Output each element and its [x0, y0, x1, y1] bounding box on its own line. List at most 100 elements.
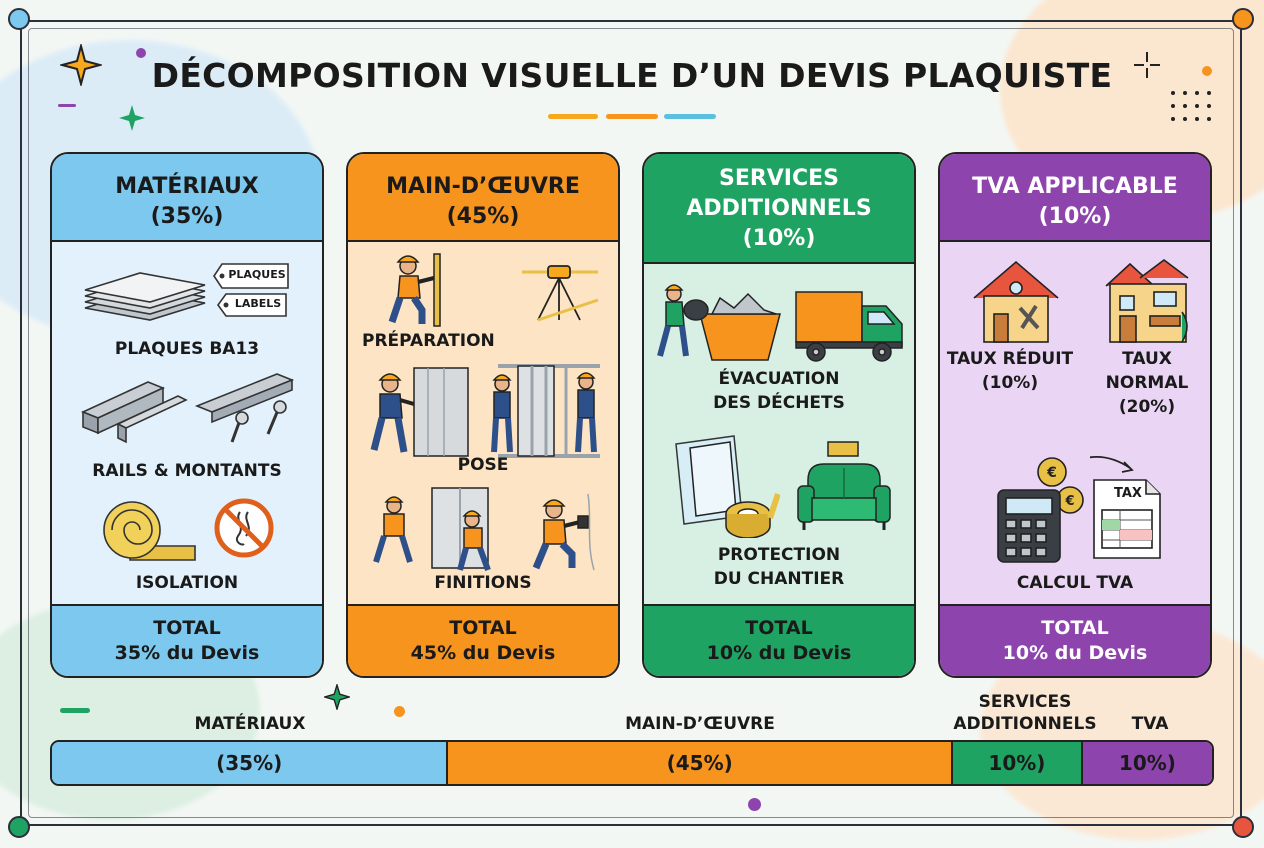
item-evacuation-line2: DES DÉCHETS [713, 393, 845, 413]
card-tva-body: TAUX RÉDUIT (10%) TAUX NORMAL (20%) € € [940, 242, 1210, 604]
rate-normal-line1: TAUX [1122, 349, 1172, 369]
item-evacuation-line1: ÉVACUATION [718, 369, 840, 389]
corner-dot-tl [8, 8, 30, 30]
title-underline [606, 114, 658, 119]
svg-text:€: € [1046, 465, 1057, 481]
card-main-oeuvre-total: TOTAL 45% du Devis [348, 604, 618, 676]
card-materiaux-total: TOTAL 35% du Devis [52, 604, 322, 676]
corner-dot-tr [1232, 8, 1254, 30]
bar-segment-value: (45%) [666, 751, 733, 775]
bar-segment-value: (35%) [216, 751, 283, 775]
card-main-oeuvre-header: MAIN-D’ŒUVRE (45%) [348, 154, 618, 242]
item-plaques-ba13: PLAQUES BA13 [114, 339, 260, 359]
item-preparation: PRÉPARATION [362, 331, 495, 351]
truck-icon [795, 291, 903, 362]
card-materiaux: MATÉRIAUX (35%) PLAQUES LABELS PLAQUES B… [50, 152, 324, 678]
tag-plaques: PLAQUES [228, 268, 286, 281]
card-percent: (10%) [742, 226, 816, 251]
decor-dot [394, 706, 405, 717]
total-label: TOTAL [745, 617, 813, 639]
rate-reduit-line2: (10%) [981, 373, 1039, 393]
card-materiaux-header: MATÉRIAUX (35%) [52, 154, 322, 242]
bar-segment-main-oeuvre: (45%) [446, 742, 951, 784]
tag-icon [217, 293, 287, 317]
decor-dash [60, 708, 90, 713]
rate-normal-line3: (20%) [1118, 397, 1176, 417]
tag-labels: LABELS [234, 297, 282, 310]
bar-label-services-line1: SERVICES [978, 692, 1072, 712]
total-value: 10% du Devis [1002, 642, 1148, 664]
bar-label-tva: TVA [1131, 714, 1169, 734]
card-services-total: TOTAL 10% du Devis [644, 604, 914, 676]
bar-segment-value: 10%) [1118, 751, 1176, 775]
decor-dot [748, 798, 761, 811]
plasterboard-stack-icon [84, 272, 206, 321]
total-label: TOTAL [153, 617, 221, 639]
card-services: SERVICES ADDITIONNELS (10%) [642, 152, 916, 678]
total-value: 10% du Devis [706, 642, 852, 664]
total-value: 35% du Devis [114, 642, 260, 664]
item-calcul-tva: CALCUL TVA [1016, 573, 1134, 593]
rate-normal-line2: NORMAL [1105, 373, 1189, 393]
house-repair-icon [973, 260, 1059, 343]
card-title: MAIN-D’ŒUVRE [386, 174, 580, 199]
item-protection-line1: PROTECTION [717, 545, 841, 565]
protective-film-tape-icon [675, 435, 780, 538]
decor-dot [1202, 66, 1212, 76]
worker-measuring-icon [388, 253, 441, 327]
decor-dash [58, 104, 76, 107]
title-underline [548, 114, 598, 119]
corner-dot-br [1232, 816, 1254, 838]
tag-icon [213, 263, 289, 289]
item-pose: POSE [457, 455, 509, 475]
card-tva-total: TOTAL 10% du Devis [940, 604, 1210, 676]
item-rails-montants: RAILS & MONTANTS [92, 461, 282, 481]
covered-sofa-icon [797, 441, 891, 530]
card-main-oeuvre: MAIN-D’ŒUVRE (45%) PRÉPARATION [346, 152, 620, 678]
sparkle-icon [324, 684, 350, 710]
card-services-body: ÉVACUATION DES DÉCHETS PRO [644, 264, 914, 604]
total-label: TOTAL [1041, 617, 1109, 639]
workers-framing-icon [491, 364, 600, 458]
workers-finishing-icon [373, 487, 491, 572]
card-materiaux-body: PLAQUES LABELS PLAQUES BA13 RAILS & [52, 242, 322, 604]
card-percent: (35%) [150, 204, 224, 229]
bar-label-materiaux: MATÉRIAUX [194, 714, 306, 734]
waste-skip-icon [657, 284, 781, 361]
no-pests-icon [214, 498, 274, 558]
metal-rail-icon [80, 381, 188, 444]
worker-installing-board-icon [370, 367, 469, 457]
total-label: TOTAL [449, 617, 517, 639]
card-tva-header: TVA APPLICABLE (10%) [940, 154, 1210, 242]
card-title: TVA APPLICABLE [972, 174, 1178, 199]
sparkle-icon [60, 44, 102, 86]
title-underline [664, 114, 716, 119]
worker-sanding-icon [532, 493, 595, 571]
house-normal-icon [1105, 259, 1189, 343]
sparkle-icon [119, 105, 145, 131]
tax-document-icon [1090, 455, 1161, 559]
dot-grid-icon [1171, 91, 1211, 121]
card-title-line1: SERVICES [718, 166, 840, 191]
bar-label-main-oeuvre: MAIN-D’ŒUVRE [625, 714, 775, 734]
bar-segment-services: 10%) [950, 742, 1081, 784]
item-finitions: FINITIONS [434, 573, 532, 593]
decor-dot [136, 48, 146, 58]
item-protection-line2: DU CHANTIER [713, 569, 845, 589]
tax-document-label: TAX [1114, 486, 1142, 501]
svg-text:€: € [1064, 494, 1074, 509]
total-value: 45% du Devis [410, 642, 556, 664]
card-tva: TVA APPLICABLE (10%) [938, 152, 1212, 678]
card-services-header: SERVICES ADDITIONNELS (10%) [644, 154, 914, 264]
bar-label-services-line2: ADDITIONNELS [953, 714, 1097, 734]
insulation-roll-icon [103, 501, 196, 561]
outer-frame [20, 20, 1242, 826]
laser-level-icon [522, 265, 599, 322]
card-percent: (45%) [446, 204, 520, 229]
inner-frame [28, 28, 1234, 818]
card-main-oeuvre-body: PRÉPARATION [348, 242, 618, 604]
page-title: DÉCOMPOSITION VISUELLE D’UN DEVIS PLAQUI… [151, 56, 1113, 95]
card-percent: (10%) [1038, 204, 1112, 229]
breakdown-bar: (35%) (45%) 10%) 10%) [50, 740, 1214, 786]
corner-dot-bl [8, 816, 30, 838]
